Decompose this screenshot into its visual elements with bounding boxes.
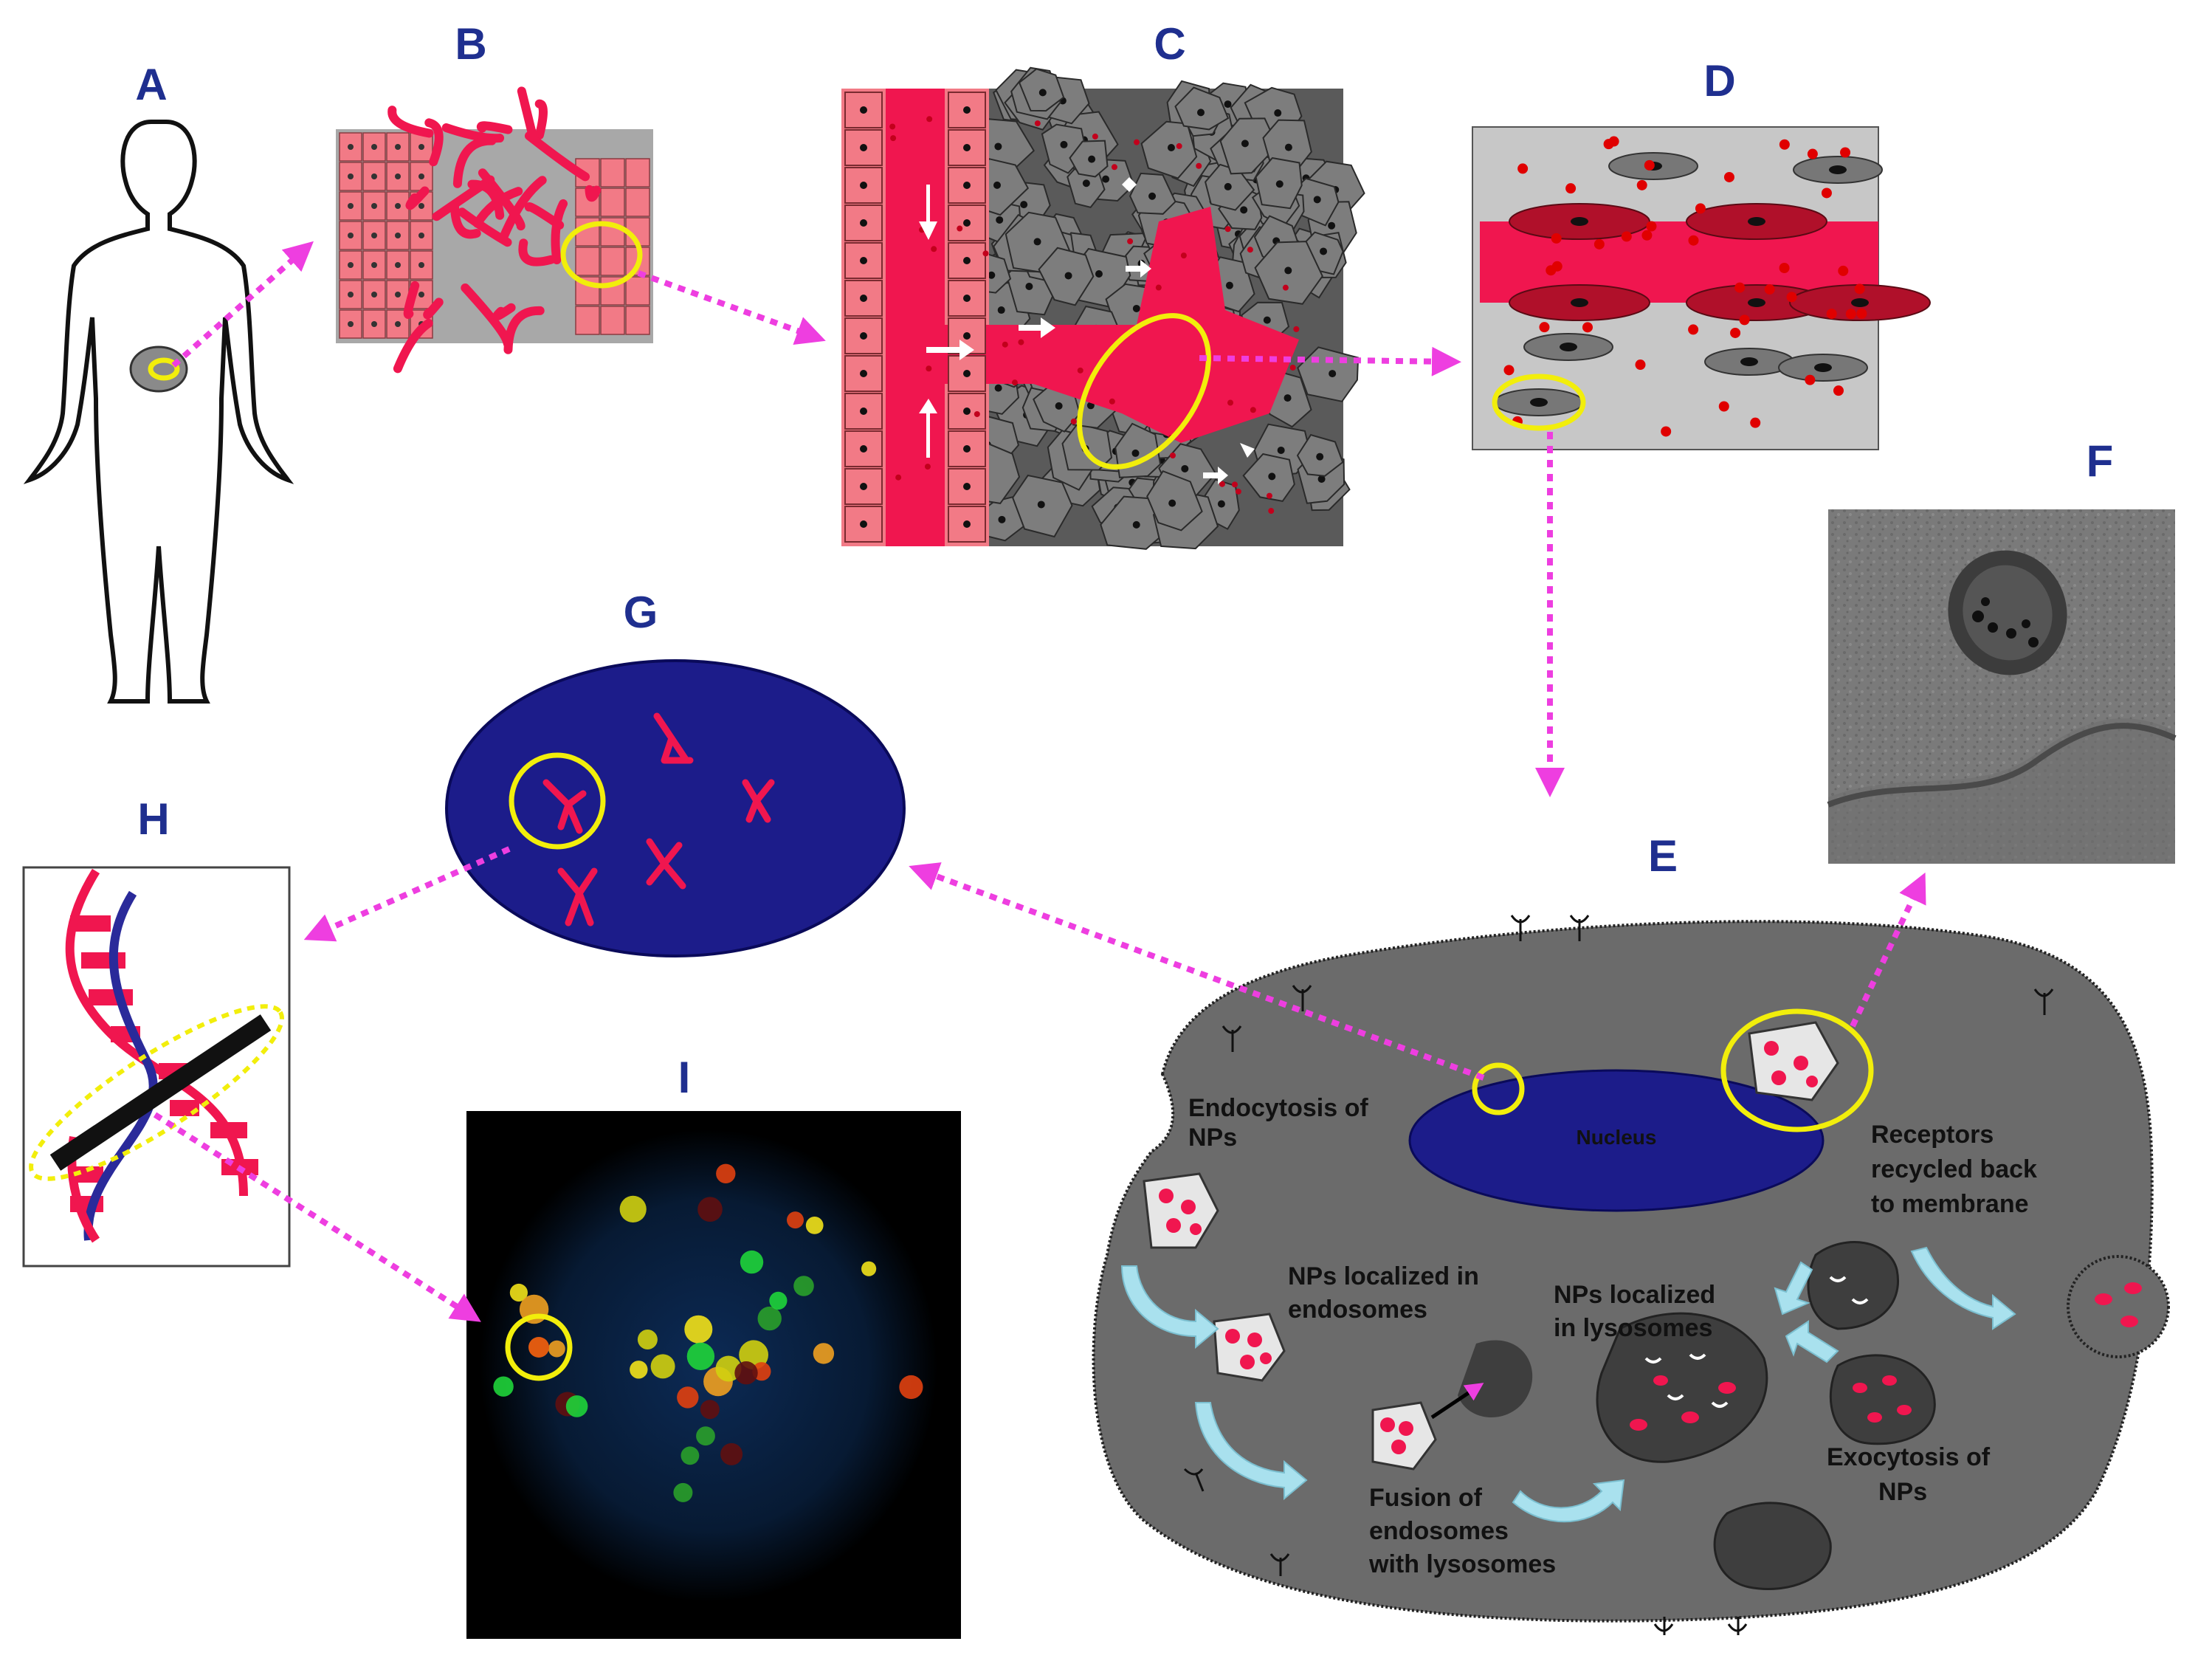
panel-b-tissue	[336, 86, 653, 374]
arrow-h-to-i	[153, 1112, 481, 1322]
panel-label-b: B	[455, 19, 486, 69]
exocytic-vesicle	[1829, 1354, 1936, 1445]
label-endocytosis-1: Endocytosis of	[1188, 1094, 1368, 1122]
panel-i-fluorescence	[466, 1111, 961, 1639]
label-receptors-3: to membrane	[1871, 1190, 2029, 1218]
label-receptors-2: recycled back	[1871, 1155, 2037, 1183]
label-endosomes-1: NPs localized in	[1288, 1262, 1479, 1290]
panel-label-h: H	[137, 794, 169, 844]
highlight-ring-i	[505, 1313, 573, 1381]
highlight-ring-d	[1492, 374, 1586, 431]
vesicle-highlight	[1720, 1008, 1874, 1132]
panel-a-human	[23, 120, 294, 704]
endocytic-vesicle	[1143, 1172, 1219, 1249]
panel-g-nucleus	[445, 659, 906, 957]
panel-e-cell: Nucleus	[1092, 915, 2170, 1635]
endosome-1	[1213, 1313, 1286, 1382]
endosome-fusing	[1371, 1340, 1533, 1471]
panel-c-vasculature	[841, 66, 1365, 550]
vessel-wall-cells	[1509, 203, 1931, 321]
nucleus-label: Nucleus	[1577, 1126, 1657, 1149]
connector-arrows	[153, 241, 1926, 1322]
tumor-vessels	[387, 86, 602, 374]
panel-label-i: I	[678, 1053, 691, 1102]
label-exocytosis-2: NPs	[1878, 1478, 1927, 1506]
tissue-cells	[1494, 152, 1883, 416]
arrow-a-to-b	[171, 241, 314, 368]
lysosome-with-nps	[1596, 1312, 1768, 1463]
trafficking-arrows	[1120, 1246, 2016, 1523]
liver-icon	[129, 345, 188, 393]
highlight-ring-e-nucleus	[1472, 1062, 1525, 1115]
flow-arrows	[919, 177, 1255, 484]
label-endosomes-2: endosomes	[1288, 1296, 1427, 1324]
highlight-ring-a	[148, 357, 180, 381]
label-endocytosis-2: NPs	[1188, 1124, 1237, 1152]
panel-label-f: F	[2087, 436, 2114, 486]
highlight-ring-c	[1077, 313, 1211, 470]
label-fusion-1: Fusion of	[1369, 1484, 1483, 1512]
panel-label-e: E	[1648, 831, 1678, 881]
arrow-g-to-h	[303, 846, 511, 942]
nanoparticles	[1503, 136, 1867, 437]
panel-label-a: A	[135, 60, 167, 109]
panel-f-micrograph	[1827, 509, 2177, 864]
label-receptors-1: Receptors	[1871, 1121, 1994, 1149]
panel-label-d: D	[1703, 56, 1735, 106]
label-fusion-3: with lysosomes	[1368, 1550, 1556, 1578]
endothelial-cells	[844, 92, 1300, 543]
label-exocytosis-1: Exocytosis of	[1827, 1443, 1991, 1471]
lysosome-empty	[1713, 1502, 1832, 1590]
highlight-ring-b	[560, 221, 643, 289]
label-lysosomes-2: in lysosomes	[1554, 1314, 1712, 1342]
panel-d-extravasation	[1472, 126, 1931, 450]
arrow-e-to-g	[909, 862, 1485, 1081]
exocytosed-bleb	[2067, 1255, 2170, 1358]
receptors	[1183, 915, 2054, 1635]
arrow-b-to-c	[637, 270, 826, 345]
highlight-ring-e-vesicle	[1720, 1008, 1874, 1132]
label-fusion-2: endosomes	[1369, 1517, 1509, 1545]
highlight-ring-g	[509, 752, 606, 850]
label-lysosomes-1: NPs localized	[1554, 1281, 1715, 1309]
panel-label-c: C	[1154, 19, 1185, 69]
arrow-e-to-f	[1850, 872, 1926, 1028]
chromosomes	[542, 712, 775, 926]
panel-label-g: G	[624, 588, 658, 637]
panel-h-dna	[22, 866, 291, 1268]
recycling-endosome	[1807, 1241, 1899, 1330]
